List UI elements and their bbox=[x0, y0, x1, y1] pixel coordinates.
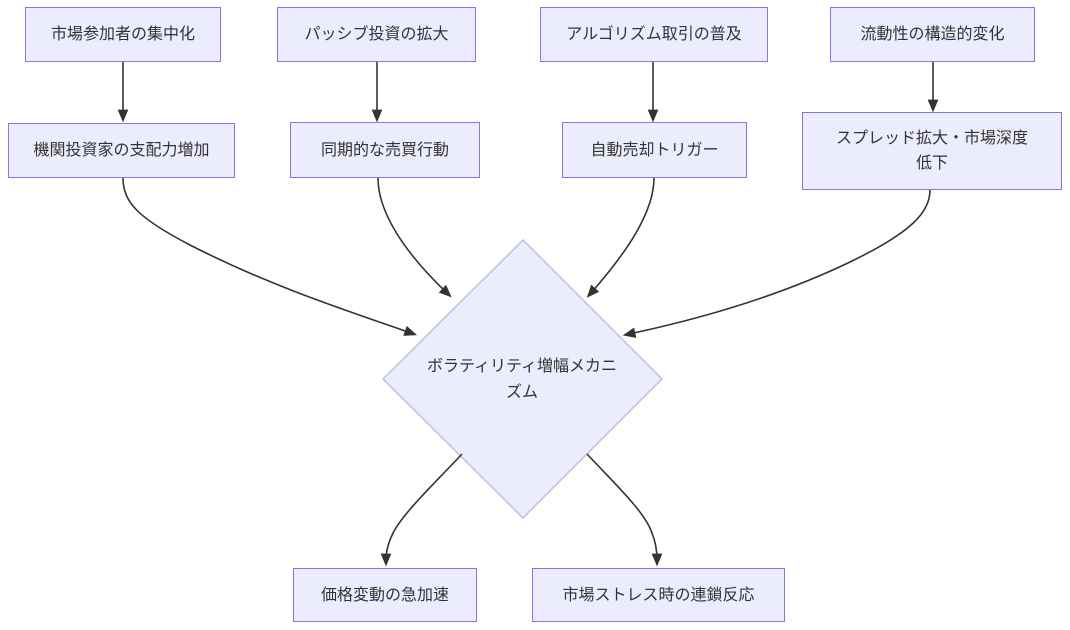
edge-trigger-mechanism bbox=[586, 177, 655, 298]
node-liquidity: 流動性の構造的変化 bbox=[830, 7, 1035, 62]
edge-mechanism-contagion bbox=[586, 453, 663, 567]
edge-mechanism-acceleration bbox=[380, 453, 463, 567]
node-mechanism-label: ボラティリティ増幅メカニ ズム bbox=[426, 358, 618, 401]
node-concentration: 市場参加者の集中化 bbox=[25, 7, 221, 62]
node-algo: アルゴリズム取引の普及 bbox=[540, 7, 768, 62]
node-contagion: 市場ストレス時の連鎖反応 bbox=[532, 568, 785, 622]
node-acceleration: 価格変動の急加速 bbox=[293, 568, 477, 622]
node-trigger: 自動売却トリガー bbox=[562, 122, 747, 178]
node-passive: パッシブ投資の拡大 bbox=[277, 7, 476, 62]
node-institutional: 機関投資家の支配力増加 bbox=[8, 123, 235, 178]
edge-synchronized-mechanism bbox=[377, 177, 452, 298]
edge-institutional-mechanism bbox=[122, 177, 418, 336]
node-spread: スプレッド拡大・市場深度 低下 bbox=[802, 112, 1062, 190]
node-synchronized: 同期的な売買行動 bbox=[290, 122, 480, 178]
edge-spread-mechanism bbox=[622, 189, 931, 338]
